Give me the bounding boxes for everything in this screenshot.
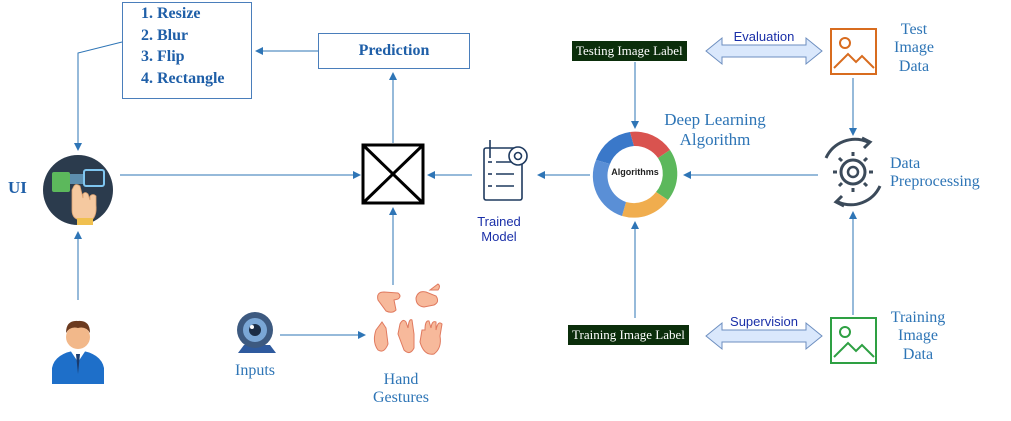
- user-avatar-icon: [52, 320, 104, 384]
- hand-gestures-label-line: Gestures: [373, 389, 429, 407]
- training-image-data-label: Training Image Data: [880, 309, 956, 364]
- supervision-double-arrow: [705, 321, 823, 351]
- step-item: 4. Rectangle: [141, 69, 225, 87]
- test-image-data-label: Test Image Data: [884, 21, 944, 76]
- training-image-data-label-line: Training: [890, 309, 946, 326]
- hand-gestures-label: Hand Gestures: [356, 371, 446, 408]
- test-image-data-label-line: Data: [898, 57, 930, 75]
- test-image-icon: [830, 28, 877, 75]
- trained-model-label: Trained Model: [466, 214, 532, 245]
- training-image-icon: [830, 317, 877, 364]
- step-item: 1. Resize: [141, 5, 201, 22]
- preprocessing-steps-box: 1. Resize 2. Blur 3. Flip 4. Rectangle: [122, 2, 252, 99]
- hand-gestures-label-line: Hand: [383, 371, 419, 388]
- trained-model-icon: [483, 140, 528, 201]
- hand-gestures-icon: [373, 283, 443, 355]
- evaluation-double-arrow: [705, 36, 823, 66]
- algorithms-cycle-icon: [592, 131, 678, 218]
- step-item: 2. Blur: [141, 26, 189, 44]
- trained-model-label-line: Model: [481, 228, 517, 244]
- prediction-box: Prediction: [318, 33, 470, 69]
- ui-touchscreen-icon: [43, 155, 113, 225]
- algorithms-center-text: Algorithms: [611, 167, 659, 177]
- training-image-data-label-line: Image: [898, 327, 938, 345]
- data-preprocessing-label-line: Preprocessing: [890, 173, 980, 191]
- arrow-steps-to-ui: [74, 41, 123, 151]
- training-image-data-label-line: Data: [902, 345, 934, 363]
- ui-label: UI: [8, 178, 27, 197]
- deep-learning-label: Deep Learning Algorithm: [655, 110, 775, 149]
- deep-learning-label-line: Deep Learning: [664, 110, 766, 129]
- inputs-label: Inputs: [235, 362, 275, 379]
- test-image-data-label-line: Image: [894, 39, 934, 57]
- evaluation-label: Evaluation: [733, 29, 795, 44]
- testing-image-label: Testing Image Label: [572, 41, 687, 61]
- preprocessing-gear-icon: [824, 136, 882, 208]
- training-image-label: Training Image Label: [568, 325, 689, 345]
- data-preprocessing-label-line: Data: [890, 155, 921, 172]
- data-preprocessing-label: Data Preprocessing: [890, 155, 1000, 192]
- deep-learning-label-line: Algorithm: [679, 129, 751, 149]
- fusion-matrix-icon: [361, 143, 425, 205]
- connectors: [74, 41, 857, 339]
- webcam-icon: [237, 312, 276, 353]
- trained-model-label-line: Trained: [477, 214, 521, 229]
- step-item: 3. Flip: [141, 48, 185, 65]
- supervision-label: Supervision: [730, 314, 798, 329]
- test-image-data-label-line: Test: [900, 21, 928, 38]
